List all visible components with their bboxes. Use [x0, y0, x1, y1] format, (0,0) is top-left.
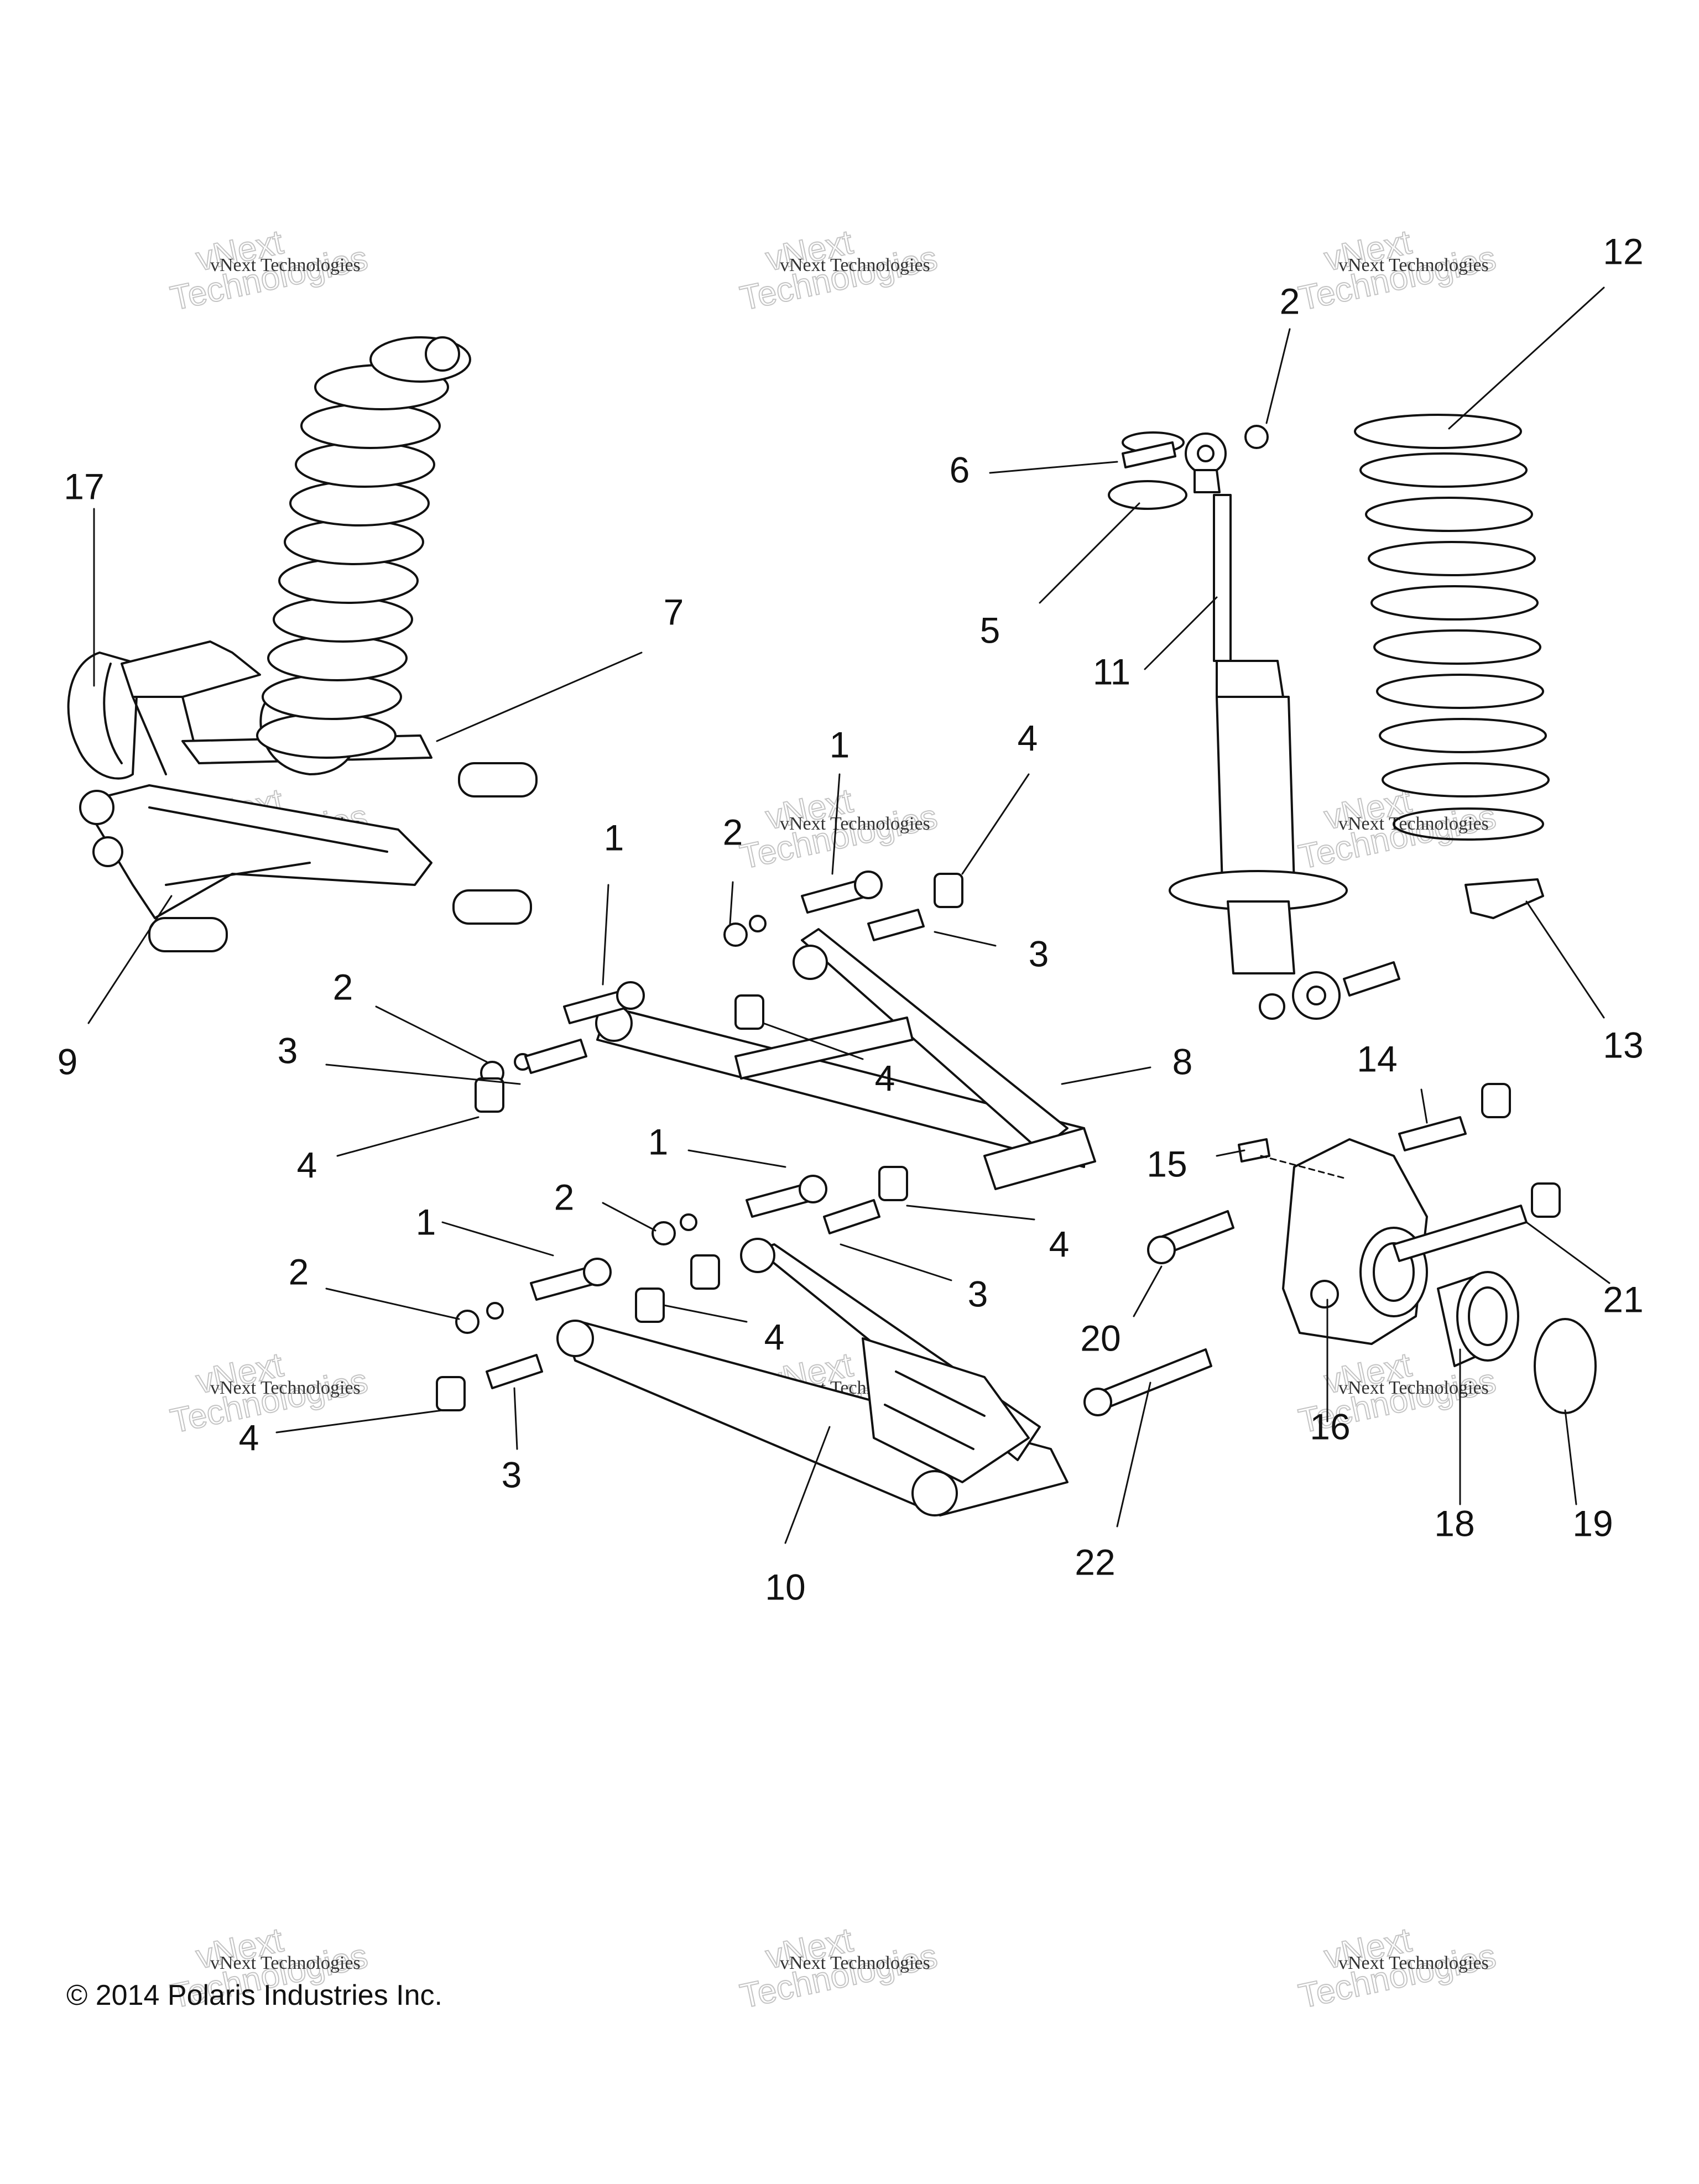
callout-14: 14 [1357, 1038, 1397, 1079]
callout-15: 15 [1146, 1143, 1187, 1184]
callout-3a: 3 [278, 1030, 298, 1071]
svg-text:vNext Technologies: vNext Technologies [1338, 1378, 1489, 1398]
nut-2-top [1244, 425, 1269, 449]
callout-3c: 3 [968, 1273, 988, 1314]
callout-11: 11 [1093, 651, 1131, 692]
callout-18: 18 [1434, 1503, 1474, 1544]
svg-text:vNext Technologies: vNext Technologies [1338, 1953, 1489, 1973]
callout-1b: 1 [830, 724, 850, 765]
watermark-7: vNext Technologies vNext Technologies [166, 1345, 371, 1441]
upper-a-arm-8 [595, 928, 1096, 1190]
watermark-3: vNext Technologies vNext Technologies [1295, 222, 1499, 319]
callout-1d: 1 [416, 1201, 436, 1242]
callout-10: 10 [765, 1566, 805, 1607]
callout-4e: 4 [764, 1316, 785, 1357]
callout-19: 19 [1572, 1503, 1613, 1544]
retainer-13 [1465, 878, 1544, 919]
assembled-suspension-illustration [67, 336, 538, 952]
callout-17: 17 [64, 466, 104, 507]
callout-2a: 2 [1280, 280, 1300, 321]
callout-4d: 4 [297, 1144, 317, 1185]
callout-3d: 3 [502, 1454, 522, 1495]
callout-3b: 3 [1029, 933, 1049, 974]
assembled-coil-spring [256, 336, 471, 759]
watermark-11: vNext Technologies vNext Technologies [736, 1920, 941, 2016]
watermark-1: vNext Technologies vNext Technologies [166, 222, 371, 319]
svg-text:vNext Technologies: vNext Technologies [210, 1378, 361, 1398]
callout-labels: 1 1 1 1 2 2 2 2 2 3 3 3 3 4 4 4 4 4 4 5 … [58, 231, 1644, 1607]
svg-text:vNext Technologies: vNext Technologies [210, 1953, 361, 1973]
bolt-shock-bottom [1343, 961, 1400, 997]
callout-2c: 2 [723, 811, 743, 852]
callout-20: 20 [1080, 1317, 1120, 1358]
callout-6: 6 [950, 449, 970, 490]
callout-1a: 1 [604, 817, 624, 858]
svg-text:vNext Technologies: vNext Technologies [780, 814, 930, 834]
callout-16: 16 [1310, 1406, 1350, 1447]
shock-absorber-11 [1122, 431, 1348, 1020]
copyright-notice: © 2014 Polaris Industries Inc. [66, 1979, 442, 2011]
svg-text:vNext Technologies: vNext Technologies [780, 1953, 930, 1973]
callout-4b: 4 [875, 1057, 895, 1098]
svg-text:vNext Technologies: vNext Technologies [1338, 814, 1489, 834]
watermark-12: vNext Technologies vNext Technologies [1295, 1920, 1499, 2016]
cap-5 [1108, 480, 1187, 510]
callout-2d: 2 [554, 1176, 575, 1217]
lower-a-arm-10 [556, 1238, 1069, 1516]
callout-4c: 4 [1049, 1223, 1070, 1264]
callout-5: 5 [980, 609, 1000, 650]
callout-22: 22 [1075, 1541, 1115, 1582]
snap-ring-19 [1534, 1318, 1597, 1414]
svg-text:vNext Technologies: vNext Technologies [780, 255, 930, 275]
callout-4f: 4 [239, 1417, 259, 1458]
watermark-2: vNext Technologies vNext Technologies [736, 222, 941, 319]
callout-2e: 2 [289, 1251, 309, 1292]
callout-1c: 1 [648, 1121, 669, 1162]
callout-7: 7 [664, 591, 684, 632]
callout-21: 21 [1603, 1279, 1643, 1320]
nut-shock-bottom [1259, 993, 1285, 1020]
callout-9: 9 [58, 1041, 78, 1082]
callout-12: 12 [1603, 231, 1643, 272]
callout-4a: 4 [1018, 717, 1038, 758]
callout-2b: 2 [333, 966, 353, 1007]
callout-13: 13 [1603, 1024, 1643, 1065]
bearing-18 [1437, 1271, 1519, 1367]
svg-text:vNext Technologies: vNext Technologies [210, 255, 361, 275]
svg-text:vNext Technologies: vNext Technologies [1338, 255, 1489, 275]
coil-spring-12 [1354, 414, 1550, 841]
hardware [436, 871, 1561, 1416]
callout-8: 8 [1172, 1041, 1193, 1082]
bolt-6 [1122, 441, 1176, 468]
leader-lines [87, 286, 1611, 1544]
